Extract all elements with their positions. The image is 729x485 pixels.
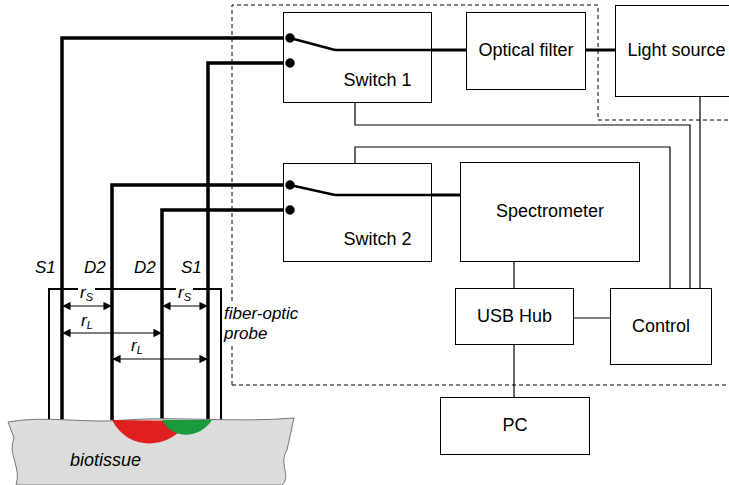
control-wire	[574, 317, 610, 318]
filter-box: Optical filter	[466, 12, 586, 90]
optical-fiber	[586, 49, 615, 52]
optical-fiber	[162, 210, 283, 288]
usb-hub-box: USB Hub	[455, 288, 574, 345]
control-wire	[699, 97, 700, 288]
node-label: Spectrometer	[490, 201, 610, 223]
control-wire	[355, 103, 690, 288]
node-label: USB Hub	[471, 306, 558, 328]
node-label: Control	[626, 316, 696, 338]
light-source-box: Light source	[615, 5, 729, 97]
fiber-label: S1	[179, 259, 204, 278]
biotissue-region: biotissue	[6, 412, 296, 485]
dimension-label: rS	[176, 284, 193, 303]
node-label: Optical filter	[472, 40, 579, 62]
optical-fiber	[432, 49, 466, 52]
control-wire	[513, 262, 514, 288]
node-label: fiber-optic probe	[224, 304, 324, 345]
control-wire	[355, 147, 670, 288]
dimension-label: rS	[78, 284, 95, 303]
pc-box: PC	[440, 397, 590, 455]
node-label: Switch 1	[337, 70, 417, 92]
dimension-label: rL	[79, 312, 95, 331]
dimension-arrows	[63, 306, 207, 359]
fiber-label: D2	[82, 259, 108, 278]
optical-fiber	[62, 38, 283, 288]
control-box: Control	[610, 288, 712, 365]
node-label: Switch 2	[337, 229, 417, 251]
dimension-label: rL	[129, 337, 145, 356]
node-label: Light source	[621, 40, 729, 62]
probe-fibers	[62, 288, 208, 420]
switch-contacts	[287, 35, 433, 214]
spectrometer-box: Spectrometer	[460, 162, 640, 262]
fiber-label: D2	[132, 259, 158, 278]
optical-fiber	[432, 194, 460, 197]
optical-fiber	[208, 63, 283, 288]
optical-fiber	[112, 185, 283, 288]
control-wire	[513, 345, 514, 397]
node-label: PC	[496, 415, 533, 437]
switch-box: Switch 2	[283, 163, 432, 262]
node-label: biotissue	[70, 450, 141, 472]
tissue-outline	[6, 412, 296, 485]
switch-box: Switch 1	[283, 12, 432, 103]
fiber-label: S1	[33, 259, 58, 278]
